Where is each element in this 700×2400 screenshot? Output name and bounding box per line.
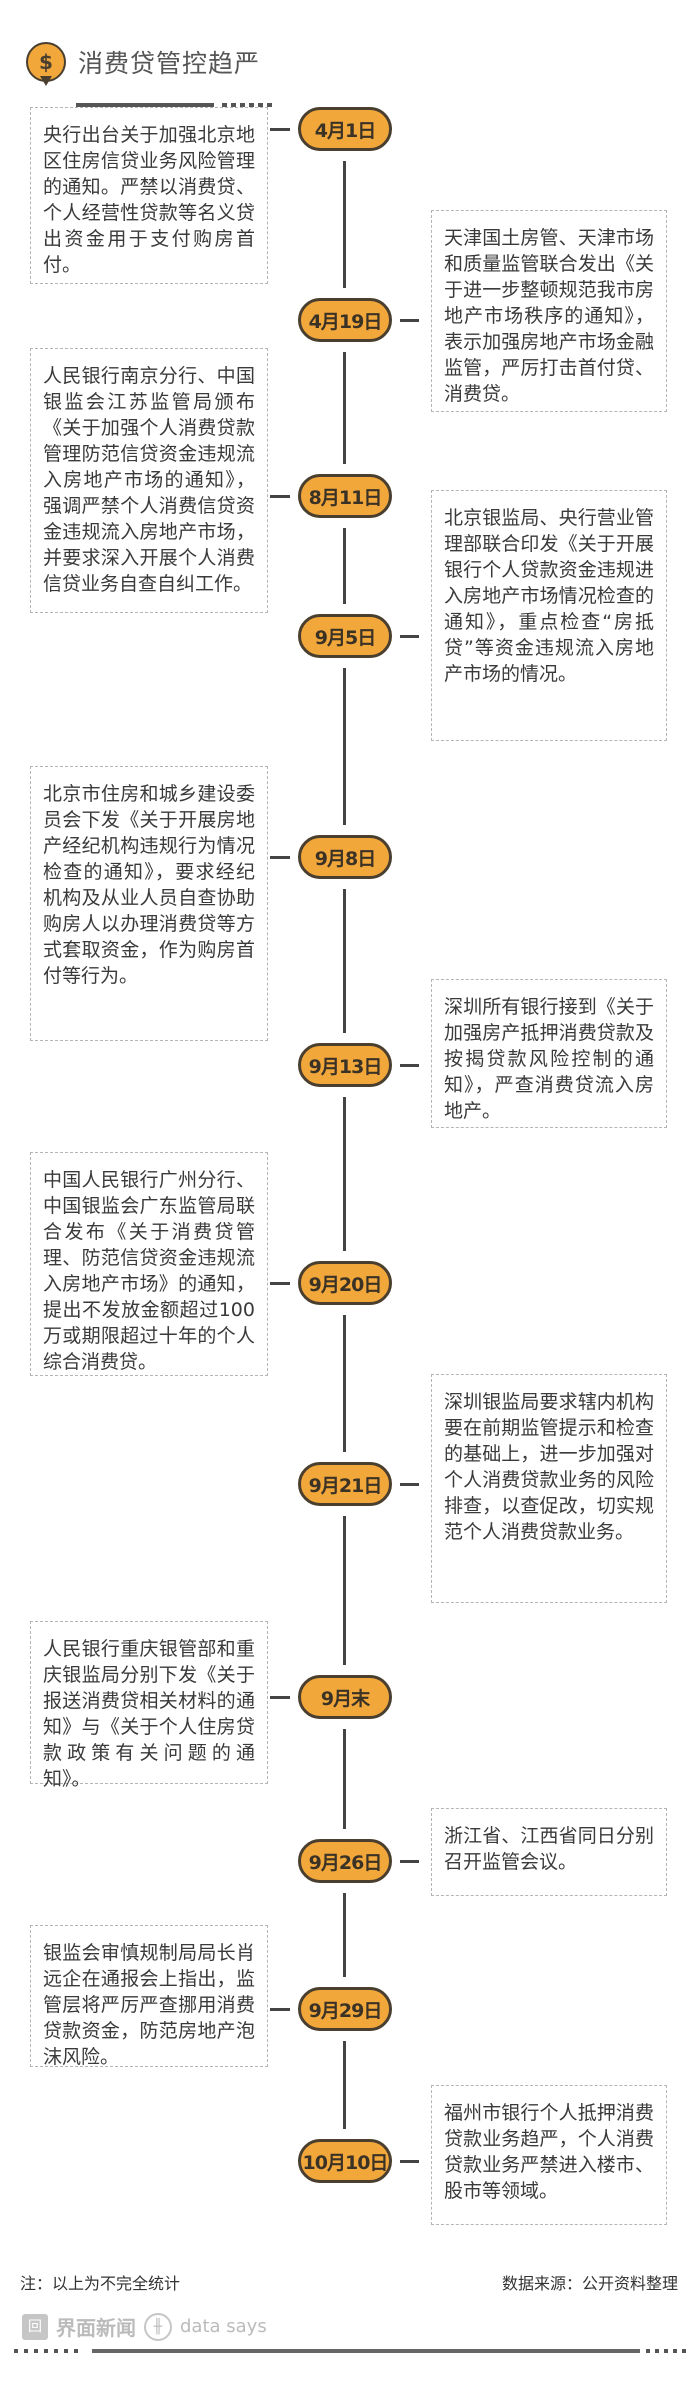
connector-line	[270, 495, 290, 498]
pin-tip-icon	[40, 76, 52, 86]
event-description: 天津国土房管、天津市场和质量监管联合发出《关于进一步整顿规范我市房地产市场秩序的…	[431, 210, 667, 412]
date-pill: 9月20日	[298, 1261, 392, 1305]
date-pill: 9月5日	[298, 614, 392, 658]
date-marker: 9月21日	[290, 1452, 400, 1516]
date-marker: 4月1日	[290, 97, 400, 161]
connector-line	[270, 2008, 290, 2011]
event-description: 央行出台关于加强北京地区住房信贷业务风险管理的通知。严禁以消费贷、个人经营性贷款…	[30, 107, 268, 284]
connector-line	[399, 1860, 419, 1863]
date-marker: 9月20日	[290, 1251, 400, 1315]
footnote: 注：以上为不完全统计	[20, 2274, 181, 2293]
connector-line	[270, 856, 290, 859]
jiemian-logo-icon: 回	[22, 2313, 48, 2340]
connector-line	[399, 1064, 419, 1067]
date-pill: 8月11日	[298, 474, 392, 518]
connector-line	[270, 128, 290, 131]
date-pill: 10月10日	[298, 2139, 392, 2183]
date-marker: 9月13日	[290, 1033, 400, 1097]
connector-line	[399, 635, 419, 638]
title-underline-dashes	[222, 103, 272, 107]
date-marker: 8月11日	[290, 464, 400, 528]
date-pill: 9月13日	[298, 1043, 392, 1087]
date-pill: 4月1日	[298, 107, 392, 151]
connector-line	[399, 319, 419, 322]
event-description: 北京银监局、央行营业管理部联合印发《关于开展银行个人贷款资金违规进入房地产市场情…	[431, 490, 667, 741]
date-marker: 9月29日	[290, 1977, 400, 2041]
date-pill: 9月29日	[298, 1987, 392, 2031]
data-source: 数据来源：公开资料整理	[501, 2274, 678, 2293]
date-marker: 9月26日	[290, 1829, 400, 1893]
event-description: 北京市住房和城乡建设委员会下发《关于开展房地产经纪机构违规行为情况检查的通知》，…	[30, 766, 268, 1041]
event-description: 银监会审慎规制局局长肖远企在通报会上指出，监管层将严厉严查挪用消费贷款资金，防范…	[30, 1925, 268, 2068]
connector-line	[270, 1696, 290, 1699]
connector-line	[399, 2160, 419, 2163]
dollar-pin-icon: $	[26, 42, 66, 82]
date-pill: 4月19日	[298, 298, 392, 342]
date-marker: 10月10日	[290, 2129, 400, 2193]
footer-dashes-left	[14, 2349, 84, 2353]
logo-cn-text: 界面新闻	[56, 2316, 136, 2340]
date-pill: 9月8日	[298, 835, 392, 879]
date-pill: 9月26日	[298, 1839, 392, 1883]
connector-line	[399, 1483, 419, 1486]
footer-dashes-right	[646, 2349, 686, 2353]
date-marker: 4月19日	[290, 288, 400, 352]
data-says-logo-icon: ╫	[144, 2312, 172, 2341]
date-marker: 9月5日	[290, 604, 400, 668]
brand-logo: 回 界面新闻 ╫ data says	[22, 2312, 267, 2341]
date-marker: 9月末	[290, 1665, 400, 1729]
connector-line	[270, 1282, 290, 1285]
event-description: 深圳所有银行接到《关于加强房产抵押消费贷款及按揭贷款风险控制的通知》，严查消费贷…	[431, 979, 667, 1128]
page-title: 消费贷管控趋严	[78, 49, 261, 78]
event-description: 中国人民银行广州分行、中国银监会广东监管局联合发布《关于消费贷管理、防范信贷资金…	[30, 1152, 268, 1376]
date-pill: 9月末	[298, 1675, 392, 1719]
title-underline	[76, 103, 214, 107]
event-description: 福州市银行个人抵押消费贷款业务趋严，个人消费贷款业务严禁进入楼市、股市等领域。	[431, 2085, 667, 2225]
date-pill: 9月21日	[298, 1462, 392, 1506]
date-marker: 9月8日	[290, 825, 400, 889]
event-description: 人民银行重庆银管部和重庆银监局分别下发《关于报送消费贷相关材料的通知》与《关于个…	[30, 1621, 268, 1790]
timeline-axis	[343, 129, 346, 2161]
event-description: 浙江省、江西省同日分别召开监管会议。	[431, 1808, 667, 1896]
logo-en-text: data says	[180, 2316, 267, 2337]
footer-rule	[92, 2349, 640, 2353]
event-description: 人民银行南京分行、中国银监会江苏监管局颁布《关于加强个人消费贷款管理防范信贷资金…	[30, 348, 268, 613]
event-description: 深圳银监局要求辖内机构要在前期监管提示和检查的基础上，进一步加强对个人消费贷款业…	[431, 1374, 667, 1603]
